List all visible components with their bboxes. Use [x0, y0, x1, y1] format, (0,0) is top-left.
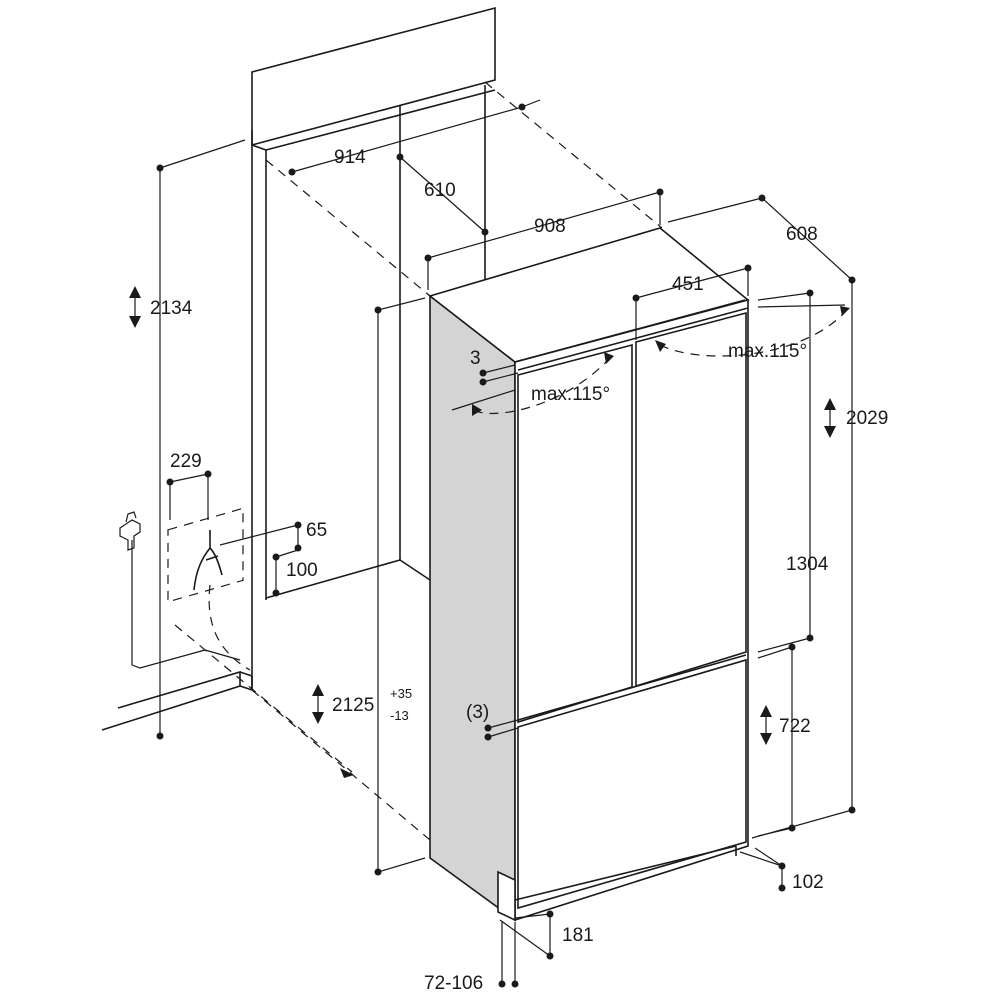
label-tolerance-minus: -13	[390, 708, 409, 723]
label-plinth-range: 72-106	[424, 973, 483, 994]
label-connection-height: 100	[286, 560, 318, 581]
label-installation-height: 2125	[332, 695, 374, 716]
label-plinth-height: 102	[792, 872, 824, 893]
label-unit-depth: 608	[786, 224, 818, 245]
label-plinth-depth: 181	[562, 925, 594, 946]
label-gap-top: 3	[470, 348, 481, 369]
label-connection-offset: 65	[306, 520, 327, 541]
label-gap-middle: (3)	[466, 702, 489, 723]
label-unit-height: 2029	[846, 408, 888, 429]
niche-outline	[101, 6, 663, 841]
label-niche-height: 2134	[150, 298, 193, 319]
label-niche-depth: 610	[424, 180, 456, 201]
door-swing-indicators	[451, 304, 850, 416]
label-niche-width: 914	[334, 147, 366, 168]
label-lower-drawer-height: 722	[779, 716, 811, 737]
label-door-angle-right: max.115°	[728, 341, 807, 362]
dimension-labels: 2134 914 610 908 608 451 3 max.115° max.…	[150, 147, 888, 994]
water-connection	[131, 507, 251, 671]
label-door-width: 451	[672, 274, 704, 295]
label-unit-width: 908	[534, 216, 566, 237]
label-tolerance-plus: +35	[390, 686, 412, 701]
water-tap-icon	[119, 511, 141, 551]
label-connection-width: 229	[170, 451, 202, 472]
label-upper-door-height: 1304	[786, 554, 829, 575]
refrigerator-body	[428, 227, 750, 922]
label-door-angle-left: max.115°	[531, 384, 610, 405]
dimension-lines	[129, 99, 856, 988]
